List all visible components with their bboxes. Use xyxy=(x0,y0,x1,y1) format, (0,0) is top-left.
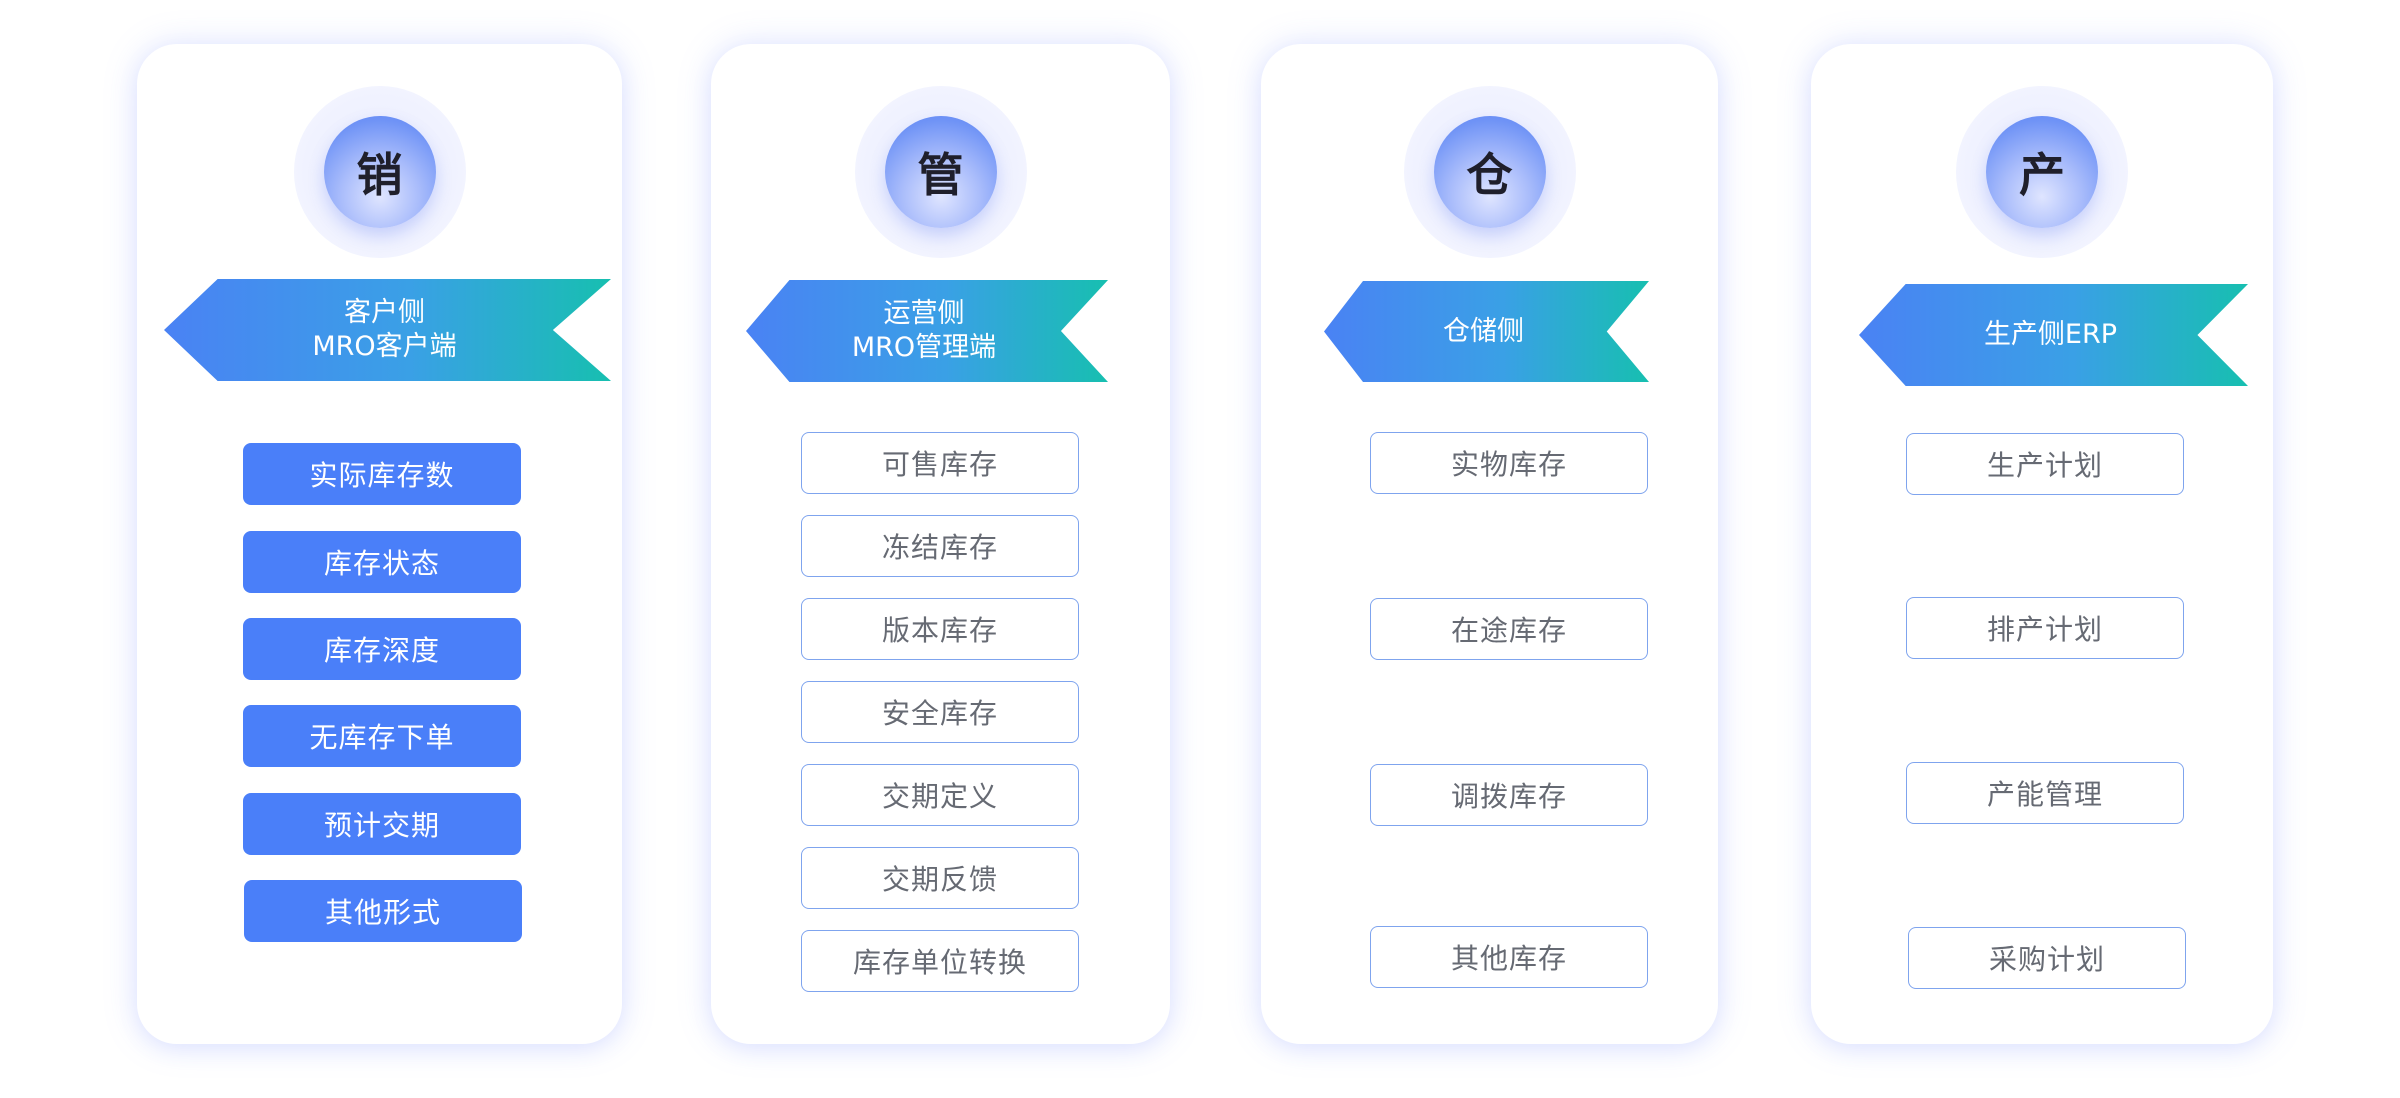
list-item: 调拨库存 xyxy=(1370,764,1648,826)
list-item: 库存单位转换 xyxy=(801,930,1079,992)
banner-line: 运营侧 xyxy=(883,298,965,329)
list-item: 安全库存 xyxy=(801,681,1079,743)
list-item: 实物库存 xyxy=(1370,432,1648,494)
list-item: 库存状态 xyxy=(243,531,521,593)
card-warehouse: 仓 仓储侧 实物库存 在途库存 调拨库存 其他库存 xyxy=(1261,44,1718,1044)
production-icon: 产 xyxy=(1986,116,2098,228)
banner-warehouse: 仓储侧 xyxy=(1324,281,1649,382)
card-production: 产 生产侧ERP 生产计划 排产计划 产能管理 采购计划 xyxy=(1811,44,2273,1044)
list-item: 库存深度 xyxy=(243,618,521,680)
banner-line: 仓储侧 xyxy=(1443,315,1524,347)
management-icon: 管 xyxy=(884,116,997,228)
list-item: 版本库存 xyxy=(801,598,1079,660)
list-item: 排产计划 xyxy=(1906,597,2184,659)
banner-line: 客户侧 xyxy=(344,297,425,328)
list-item: 冻结库存 xyxy=(801,515,1079,577)
banner-line: MRO客户端 xyxy=(312,331,457,362)
banner-sales: 客户侧 MRO客户端 xyxy=(164,279,611,381)
list-item: 其他形式 xyxy=(244,880,522,942)
sales-icon: 销 xyxy=(323,116,436,228)
list-item: 其他库存 xyxy=(1370,926,1648,988)
card-sales: 销 客户侧 MRO客户端 实际库存数 库存状态 库存深度 无库存下单 预计交期 … xyxy=(137,44,622,1044)
list-item: 交期反馈 xyxy=(801,847,1079,909)
warehouse-icon: 仓 xyxy=(1433,116,1546,228)
list-item: 可售库存 xyxy=(801,432,1079,494)
list-item: 生产计划 xyxy=(1906,433,2184,495)
list-item: 产能管理 xyxy=(1906,762,2184,824)
banner-production: 生产侧ERP xyxy=(1859,284,2248,386)
list-item: 实际库存数 xyxy=(243,443,521,505)
list-item: 交期定义 xyxy=(801,764,1079,826)
list-item: 采购计划 xyxy=(1908,927,2186,989)
banner-line: MRO管理端 xyxy=(851,332,997,363)
list-item: 预计交期 xyxy=(243,793,521,855)
list-item: 无库存下单 xyxy=(243,705,521,767)
banner-line: 生产侧ERP xyxy=(1983,319,2118,350)
card-management: 管 运营侧 MRO管理端 可售库存 冻结库存 版本库存 安全库存 交期定义 交期… xyxy=(711,44,1170,1044)
banner-management: 运营侧 MRO管理端 xyxy=(746,280,1108,382)
list-item: 在途库存 xyxy=(1370,598,1648,660)
